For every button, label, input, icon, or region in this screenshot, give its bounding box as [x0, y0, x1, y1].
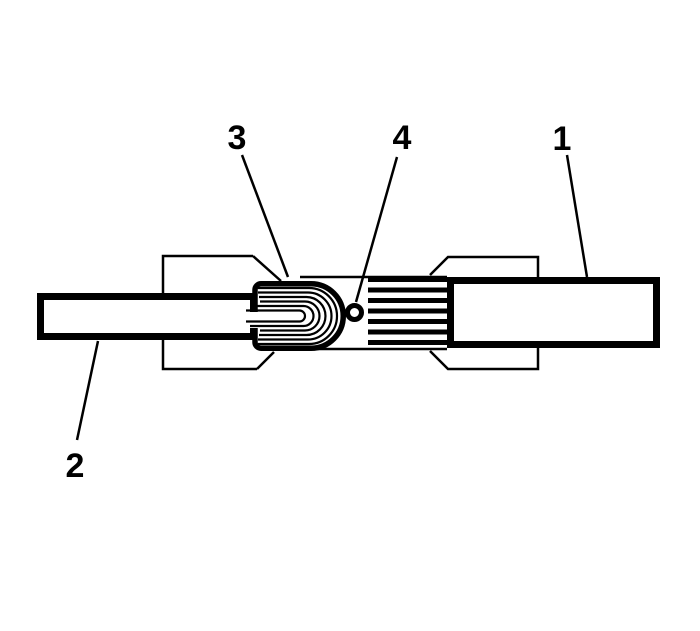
callout-label-2: 2: [66, 447, 85, 485]
wire-strands: [368, 277, 450, 345]
bundle-fold-curve: [250, 304, 315, 328]
crimp-indent-circle: [345, 303, 364, 322]
left-wire: [37, 293, 257, 340]
callout-label-3: 3: [228, 119, 247, 157]
leader-line-3: [240, 154, 290, 278]
leader-line-4: [354, 156, 399, 303]
bundle-fold-curve: [259, 295, 327, 337]
callout-label-4: 4: [393, 119, 412, 157]
bundle-fold-curve: [260, 300, 321, 332]
callout-label-1: 1: [553, 120, 572, 158]
bundle-fold-curve: [258, 286, 339, 346]
splice-body-left-bottom-chamfer: [256, 351, 275, 370]
leader-line-2: [75, 340, 100, 441]
leader-lines: [75, 154, 589, 441]
right-wire: [447, 277, 660, 348]
bundle-fold-curve: [258, 291, 333, 341]
bundle-fold-curve: [246, 309, 307, 323]
leader-line-1: [565, 154, 589, 278]
splice-body-left-top-chamfer: [252, 255, 282, 282]
callout-labels: 1 2 3 4: [66, 119, 572, 485]
bundle-outer-boundary: [252, 281, 347, 351]
folded-wire-bundle: [244, 281, 347, 351]
bundle-entry-notch: [244, 312, 259, 328]
